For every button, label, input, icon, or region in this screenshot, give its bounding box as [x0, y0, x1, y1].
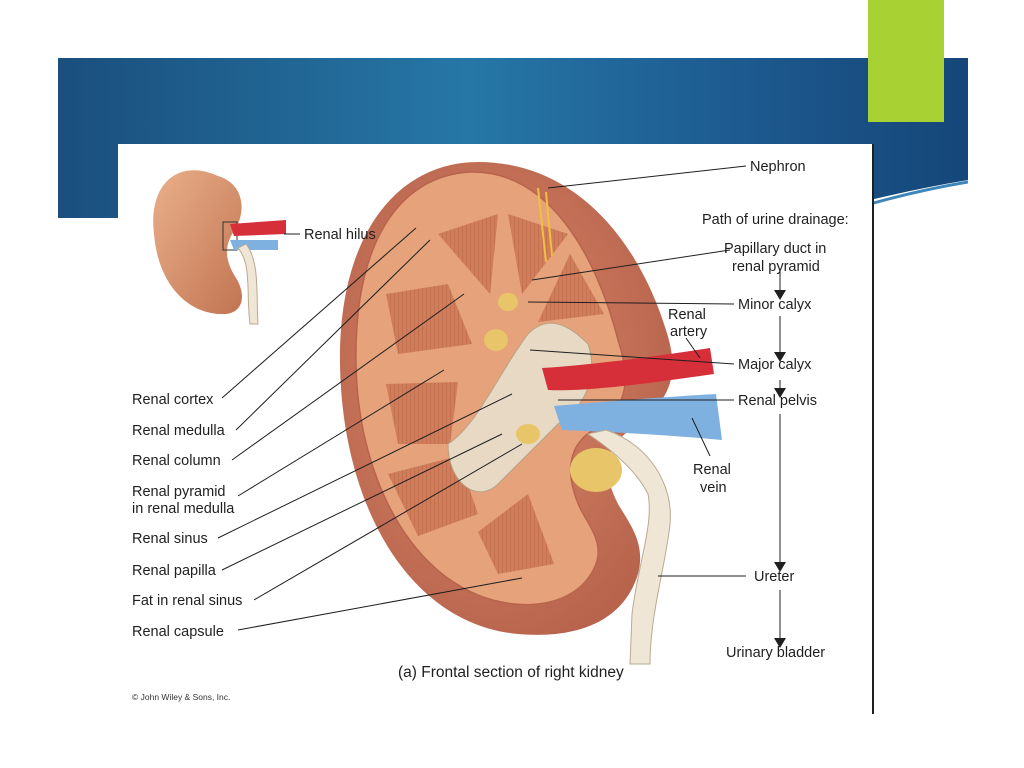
label-papillary-duct-line1: Papillary duct in — [724, 241, 826, 257]
label-renal-cortex: Renal cortex — [132, 392, 214, 408]
label-ureter: Ureter — [754, 569, 794, 585]
label-nephron: Nephron — [750, 159, 806, 175]
flow-arrows — [774, 290, 786, 648]
label-renal-hilus: Renal hilus — [304, 227, 376, 243]
label-renal-capsule: Renal capsule — [132, 624, 224, 640]
label-path-title: Path of urine drainage: — [702, 212, 849, 228]
label-papillary-duct-line2: renal pyramid — [732, 259, 820, 275]
label-renal-papilla: Renal papilla — [132, 563, 217, 579]
label-fat-in-renal-sinus: Fat in renal sinus — [132, 593, 242, 609]
large-kidney — [339, 162, 722, 665]
label-renal-pelvis: Renal pelvis — [738, 393, 817, 409]
label-major-calyx: Major calyx — [738, 357, 812, 373]
copyright-notice: © John Wiley & Sons, Inc. — [132, 692, 230, 702]
accent-block — [868, 0, 944, 122]
label-renal-vein-line2: vein — [700, 480, 727, 496]
leader-lines — [217, 165, 781, 640]
label-renal-vein-line1: Renal — [693, 462, 731, 478]
label-urinary-bladder: Urinary bladder — [726, 645, 825, 661]
figure-right-border — [872, 144, 874, 714]
label-renal-sinus: Renal sinus — [132, 531, 208, 547]
label-renal-artery-line2: artery — [670, 324, 708, 340]
label-minor-calyx: Minor calyx — [738, 297, 812, 313]
label-renal-medulla: Renal medulla — [132, 423, 226, 439]
figure-caption: (a) Frontal section of right kidney — [398, 664, 624, 681]
label-renal-column: Renal column — [132, 453, 221, 469]
label-renal-pyramid-line1: Renal pyramid — [132, 484, 226, 500]
kidney-figure: Renal hilus Renal cortex Renal medulla R… — [118, 144, 874, 714]
small-kidney — [153, 170, 286, 325]
kidney-diagram: Renal hilus Renal cortex Renal medulla R… — [132, 159, 849, 702]
label-renal-pyramid-line2: in renal medulla — [132, 501, 235, 517]
banner-swoosh — [870, 180, 968, 218]
label-renal-artery-line1: Renal — [668, 307, 706, 323]
